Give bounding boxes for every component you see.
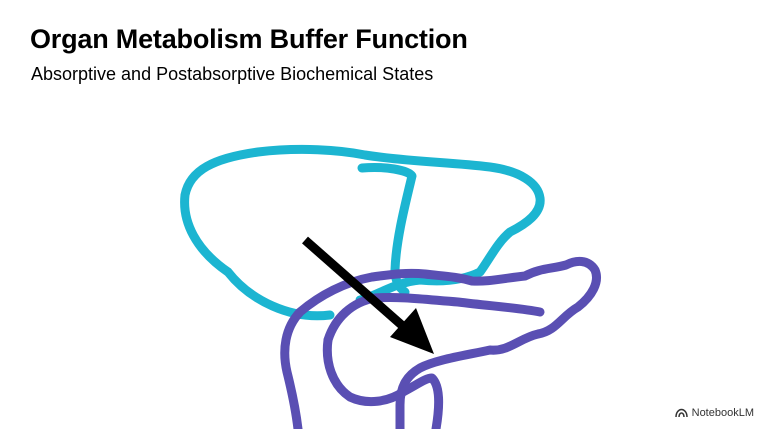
branding-label: NotebookLM [691,407,754,419]
direction-arrow [302,236,434,354]
notebooklm-branding: NotebookLM [674,407,754,419]
notebooklm-logo-icon [674,408,688,418]
slide-subtitle: Absorptive and Postabsorptive Biochemica… [31,64,434,84]
liver-outline [180,144,545,321]
slide-title: Organ Metabolism Buffer Function [30,24,468,54]
pancreas-outline [280,256,601,429]
